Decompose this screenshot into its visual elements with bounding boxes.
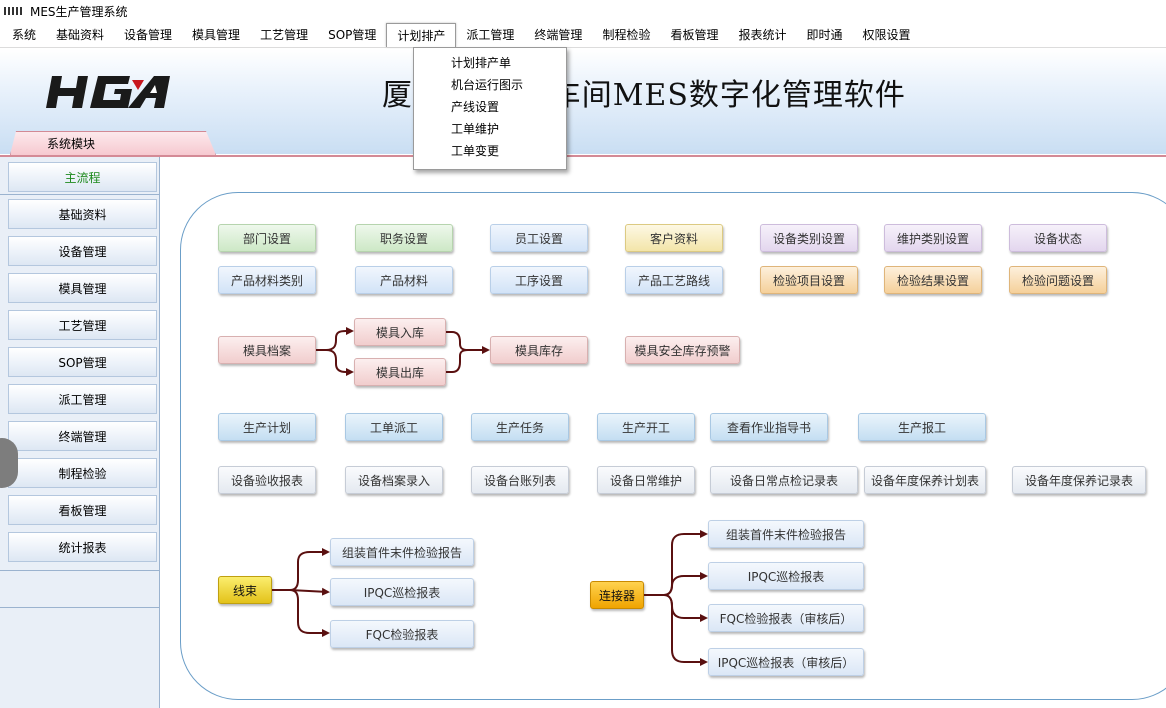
sidebar-item-kanban[interactable]: 看板管理	[8, 495, 157, 525]
sidebar-item-equipment[interactable]: 设备管理	[8, 236, 157, 266]
planning-dropdown: 计划排产单 机台运行图示 产线设置 工单维护 工单变更	[413, 47, 567, 170]
window-titlebar: MES生产管理系统	[0, 0, 1166, 22]
btn-wire-ipqc-report[interactable]: IPQC巡检报表	[330, 578, 474, 606]
sidebar-item-terminal[interactable]: 终端管理	[8, 421, 157, 451]
sidebar-item-mold[interactable]: 模具管理	[8, 273, 157, 303]
module-tab-area: 系统模块	[10, 131, 220, 155]
btn-annual-maintenance-record[interactable]: 设备年度保养记录表	[1012, 466, 1146, 494]
btn-procedure-settings[interactable]: 工序设置	[490, 266, 588, 294]
sidebar-divider	[0, 607, 159, 608]
btn-wire-first-last-report[interactable]: 组装首件末件检验报告	[330, 538, 474, 566]
menu-permissions[interactable]: 权限设置	[862, 27, 911, 42]
menu-equipment[interactable]: 设备管理	[124, 27, 173, 42]
menu-mold[interactable]: 模具管理	[192, 27, 241, 42]
menu-sop[interactable]: SOP管理	[328, 27, 377, 42]
tab-underline	[0, 155, 1166, 157]
btn-connector-fqc-approved[interactable]: FQC检验报表（审核后）	[708, 604, 864, 632]
window-title: MES生产管理系统	[30, 4, 128, 19]
dropdown-work-order-maintain[interactable]: 工单维护	[451, 122, 500, 136]
dropdown-plan-order[interactable]: 计划排产单	[451, 56, 512, 70]
btn-equipment-archive-entry[interactable]: 设备档案录入	[345, 466, 443, 494]
btn-inspection-item-settings[interactable]: 检验项目设置	[760, 266, 858, 294]
btn-equipment-ledger[interactable]: 设备台账列表	[471, 466, 569, 494]
btn-material[interactable]: 产品材料	[355, 266, 453, 294]
btn-mold-in[interactable]: 模具入库	[354, 318, 446, 346]
menu-process[interactable]: 工艺管理	[260, 27, 309, 42]
btn-inspection-result-settings[interactable]: 检验结果设置	[884, 266, 982, 294]
menu-kanban[interactable]: 看板管理	[670, 27, 719, 42]
btn-production-task[interactable]: 生产任务	[471, 413, 569, 441]
app-icon	[4, 6, 26, 16]
sidebar-divider	[0, 194, 159, 195]
sidebar-divider	[0, 570, 159, 571]
menu-system[interactable]: 系统	[12, 27, 37, 42]
btn-connector-ipqc-approved[interactable]: IPQC巡检报表（审核后）	[708, 648, 864, 676]
btn-process-route[interactable]: 产品工艺路线	[625, 266, 723, 294]
btn-production-plan[interactable]: 生产计划	[218, 413, 316, 441]
menu-dispatch[interactable]: 派工管理	[466, 27, 515, 42]
btn-equipment-daily-maintenance[interactable]: 设备日常维护	[597, 466, 695, 494]
sidebar-item-sop[interactable]: SOP管理	[8, 347, 157, 377]
sidebar-item-dispatch[interactable]: 派工管理	[8, 384, 157, 414]
btn-connector-first-last-report[interactable]: 组装首件末件检验报告	[708, 520, 864, 548]
menu-planning[interactable]: 计划排产	[386, 22, 457, 47]
btn-mold-stock-warning[interactable]: 模具安全库存预警	[625, 336, 740, 364]
btn-material-category[interactable]: 产品材料类别	[218, 266, 316, 294]
menu-reports[interactable]: 报表统计	[738, 27, 787, 42]
btn-mold-archive[interactable]: 模具档案	[218, 336, 316, 364]
sidebar-collapse-handle[interactable]	[0, 438, 18, 488]
sidebar-item-main-flow[interactable]: 主流程	[8, 162, 157, 192]
btn-work-order-dispatch[interactable]: 工单派工	[345, 413, 443, 441]
dropdown-work-order-change[interactable]: 工单变更	[451, 144, 500, 158]
btn-inspection-issue-settings[interactable]: 检验问题设置	[1009, 266, 1107, 294]
btn-position-settings[interactable]: 职务设置	[355, 224, 453, 252]
btn-connector[interactable]: 连接器	[590, 581, 644, 609]
btn-employee-settings[interactable]: 员工设置	[490, 224, 588, 252]
btn-annual-maintenance-plan[interactable]: 设备年度保养计划表	[864, 466, 986, 494]
menu-bar: 系统 基础资料 设备管理 模具管理 工艺管理 SOP管理 计划排产 派工管理 终…	[0, 22, 1166, 48]
dropdown-line-settings[interactable]: 产线设置	[451, 100, 500, 114]
btn-view-work-instructions[interactable]: 查看作业指导书	[710, 413, 828, 441]
sidebar-item-process[interactable]: 工艺管理	[8, 310, 157, 340]
btn-equipment-category-settings[interactable]: 设备类别设置	[760, 224, 858, 252]
btn-connector-ipqc-report[interactable]: IPQC巡检报表	[708, 562, 864, 590]
menu-inspection[interactable]: 制程检验	[602, 27, 651, 42]
btn-production-report[interactable]: 生产报工	[858, 413, 986, 441]
btn-customer-data[interactable]: 客户资料	[625, 224, 723, 252]
btn-equipment-status[interactable]: 设备状态	[1009, 224, 1107, 252]
menu-basic-data[interactable]: 基础资料	[56, 27, 105, 42]
sidebar-item-basic-data[interactable]: 基础资料	[8, 199, 157, 229]
company-logo	[46, 76, 170, 108]
tab-system-modules[interactable]: 系统模块	[10, 131, 216, 155]
sidebar-item-reports[interactable]: 统计报表	[8, 532, 157, 562]
btn-mold-stock[interactable]: 模具库存	[490, 336, 588, 364]
btn-equipment-daily-check-record[interactable]: 设备日常点检记录表	[710, 466, 858, 494]
btn-maintenance-category-settings[interactable]: 维护类别设置	[884, 224, 982, 252]
sidebar-item-inspection[interactable]: 制程检验	[8, 458, 157, 488]
menu-messenger[interactable]: 即时通	[806, 27, 843, 42]
btn-equipment-acceptance-report[interactable]: 设备验收报表	[218, 466, 316, 494]
btn-mold-out[interactable]: 模具出库	[354, 358, 446, 386]
sidebar: 主流程 基础资料 设备管理 模具管理 工艺管理 SOP管理 派工管理 终端管理 …	[0, 157, 160, 708]
btn-production-start[interactable]: 生产开工	[597, 413, 695, 441]
btn-department-settings[interactable]: 部门设置	[218, 224, 316, 252]
dropdown-machine-status-chart[interactable]: 机台运行图示	[451, 78, 524, 92]
menu-terminal[interactable]: 终端管理	[534, 27, 583, 42]
btn-wire-fqc-report[interactable]: FQC检验报表	[330, 620, 474, 648]
btn-wire-harness[interactable]: 线束	[218, 576, 272, 604]
